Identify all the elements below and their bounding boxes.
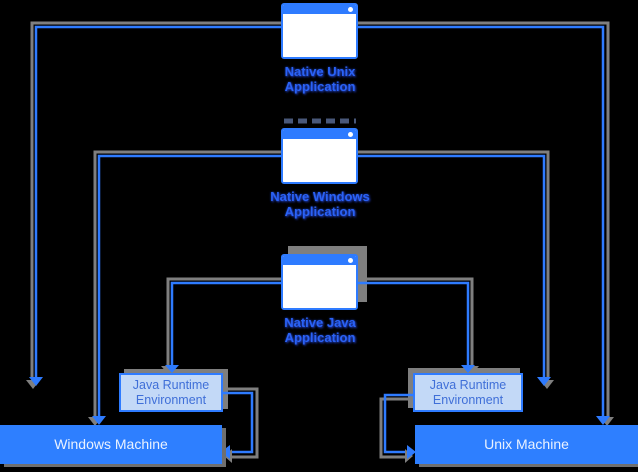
edge-unixapp-left-blue — [34, 25, 283, 377]
arrowhead-down-icon — [92, 416, 106, 425]
edge-javaapp-right-gray — [358, 277, 474, 366]
arrowhead-down-icon — [165, 365, 179, 373]
arrowhead-down-icon — [537, 377, 551, 386]
edge-unixapp-left-gray — [30, 21, 281, 377]
jre-label-line: Java Runtime — [132, 377, 210, 392]
window-titlebar — [283, 130, 356, 139]
edge-jreunix-to-unixmachine-blue — [383, 393, 413, 454]
jre-windows-box[interactable]: Java Runtime Environment — [119, 373, 223, 412]
jre-label-line: Environment — [135, 392, 207, 407]
window-control-dot-icon — [348, 258, 353, 263]
window-titlebar — [283, 5, 356, 14]
window-body — [283, 14, 356, 57]
label-line: Native Windows — [270, 189, 370, 204]
windows-machine-bar[interactable]: Windows Machine — [0, 425, 222, 464]
label-line: Native Unix — [284, 64, 356, 79]
window-body — [283, 265, 356, 308]
native-java-application-label: Native Java Application — [240, 315, 400, 345]
arrowhead-right-icon — [407, 445, 416, 459]
native-windows-application-window[interactable] — [281, 128, 358, 184]
label-line: Application — [284, 203, 356, 219]
label-line: Application — [284, 78, 356, 94]
jre-label-line: Environment — [432, 392, 504, 407]
edge-javaapp-right-blue — [358, 281, 470, 365]
edge-jrewin-to-winmachine-gray — [223, 387, 259, 459]
arrowhead-down-icon — [596, 416, 610, 425]
edge-winapp-left-gray — [93, 150, 281, 418]
edge-unixapp-right-gray — [358, 21, 610, 418]
edge-unixapp-right-blue — [358, 25, 605, 416]
native-unix-application-window[interactable] — [281, 3, 358, 59]
native-java-application-window[interactable] — [281, 254, 358, 310]
arrowhead-down-icon — [461, 365, 475, 373]
edge-jreunix-to-unixmachine-gray — [379, 397, 413, 459]
window-body — [283, 139, 356, 182]
native-windows-application-label: Native Windows Application — [240, 189, 400, 219]
jre-unix-box[interactable]: Java Runtime Environment — [413, 373, 523, 412]
label-line: Application — [284, 329, 356, 345]
edge-winapp-right-blue — [358, 154, 546, 377]
window-control-dot-icon — [348, 7, 353, 12]
unix-machine-bar[interactable]: Unix Machine — [415, 425, 638, 464]
arrowhead-down-icon — [29, 377, 43, 386]
window-titlebar — [283, 256, 356, 265]
edge-javaapp-left-gray — [166, 277, 281, 366]
edge-jrewin-to-winmachine-blue — [223, 391, 254, 454]
unix-machine-label: Unix Machine — [484, 436, 569, 452]
native-unix-application-label: Native Unix Application — [240, 64, 400, 94]
arrowhead-left-icon — [221, 445, 230, 459]
label-line: Native Java — [284, 315, 356, 330]
window-control-dot-icon — [348, 132, 353, 137]
jre-label-line: Java Runtime — [429, 377, 507, 392]
edge-javaapp-left-blue — [170, 281, 281, 365]
windows-machine-label: Windows Machine — [54, 436, 168, 452]
edge-winapp-left-blue — [97, 154, 281, 416]
edge-winapp-right-gray — [358, 150, 550, 377]
